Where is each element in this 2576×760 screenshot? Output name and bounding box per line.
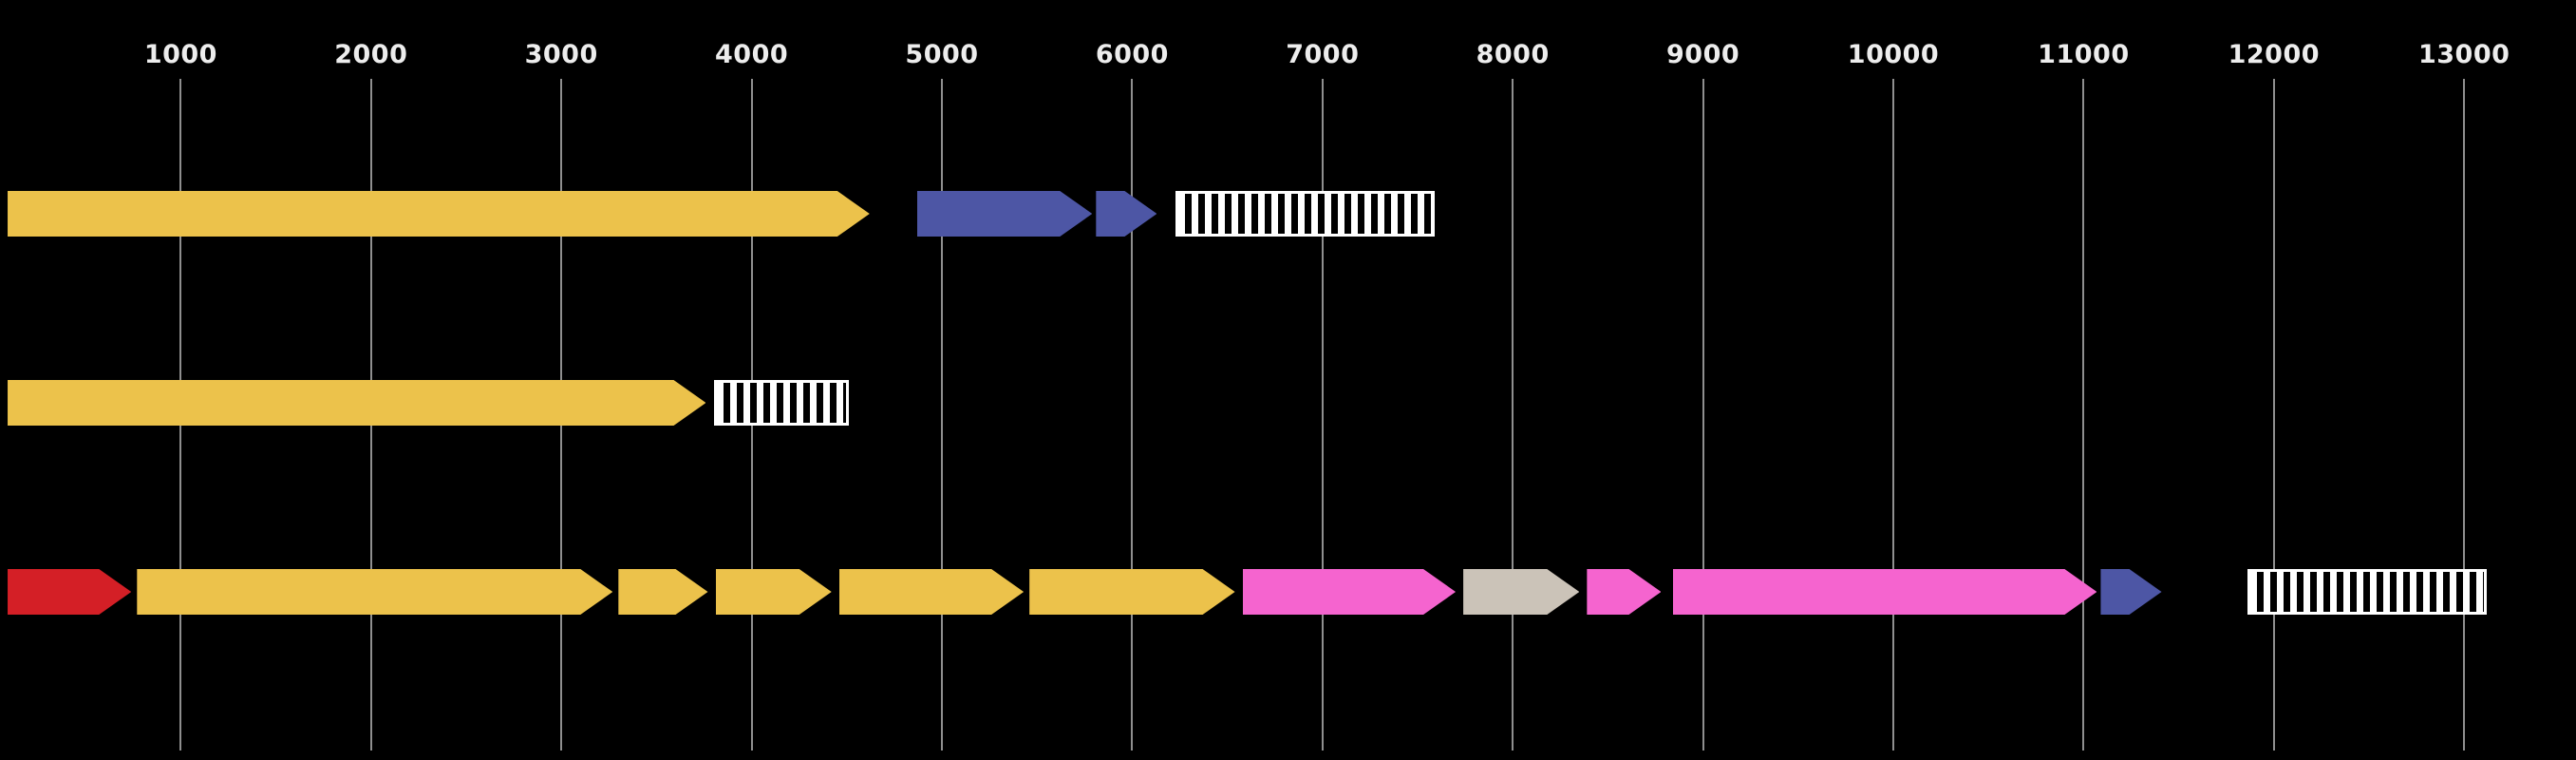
axis-tick-label: 8000 [1476,40,1550,69]
gene-arrow [839,569,1024,615]
hatched-region [713,380,849,426]
gridline [1512,79,1514,750]
axis-tick-label: 12000 [2228,40,2321,69]
axis-tick-label: 11000 [2038,40,2130,69]
axis-tick-label: 10000 [1847,40,1940,69]
gene-arrow [137,569,612,615]
gene-arrow [1029,569,1234,615]
gridline [1702,79,1704,750]
axis-tick-label: 6000 [1095,40,1169,69]
gridline [2272,79,2275,750]
gene-arrow [8,191,870,237]
gene-arrow [917,191,1092,237]
gene-arrow [1673,569,2097,615]
axis-tick-label: 1000 [143,40,217,69]
gene-arrow [8,380,705,426]
axis-tick-label: 2000 [334,40,408,69]
gene-arrow [1243,569,1456,615]
gridline [1131,79,1134,750]
gridline [2463,79,2466,750]
gridline [2082,79,2085,750]
axis-tick-label: 4000 [715,40,789,69]
gridline [1892,79,1894,750]
axis-tick-label: 9000 [1666,40,1740,69]
hatched-region [2247,569,2488,615]
axis-tick-label: 13000 [2417,40,2510,69]
axis-tick-label: 5000 [905,40,979,69]
axis-tick-label: 7000 [1286,40,1360,69]
hatched-region [1175,191,1436,237]
gridline [1321,79,1324,750]
axis-tick-label: 3000 [524,40,598,69]
gridline [941,79,943,750]
